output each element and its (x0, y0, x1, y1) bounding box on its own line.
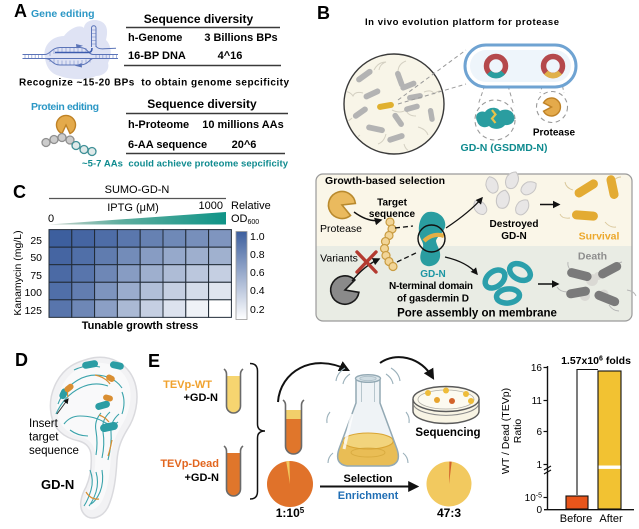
svg-text:1000: 1000 (199, 200, 223, 212)
svg-text:Death: Death (578, 251, 607, 263)
svg-text:D: D (15, 350, 28, 370)
svg-text:Relative: Relative (231, 200, 271, 212)
svg-text:GD-N: GD-N (420, 269, 446, 280)
svg-text:Sequencing: Sequencing (415, 427, 480, 439)
svg-text:6: 6 (536, 427, 542, 438)
svg-text:In vivo evolution platform for: In vivo evolution platform for protease (365, 17, 559, 28)
svg-text:Target: Target (377, 198, 407, 209)
svg-text:Variants: Variants (320, 253, 358, 265)
svg-text:After: After (599, 513, 623, 525)
svg-text:TEVp-Dead: TEVp-Dead (160, 458, 219, 470)
svg-text:1.57x106 folds: 1.57x106 folds (561, 355, 631, 367)
svg-text:GD-N: GD-N (501, 231, 527, 242)
svg-text:Kanamycin (mg/L): Kanamycin (mg/L) (12, 230, 24, 315)
svg-text:10-5: 10-5 (525, 493, 542, 505)
svg-text:OD600: OD600 (231, 213, 259, 226)
svg-text:Recognize ~15-20 BPs to obtai: Recognize ~15-20 BPs to obtain genome se… (19, 78, 289, 89)
svg-text:0.4: 0.4 (250, 285, 265, 297)
svg-text:0.8: 0.8 (250, 249, 265, 261)
svg-text:~5-7 AAs could achieve proteo: ~5-7 AAs could achieve proteome sepcific… (82, 159, 289, 170)
svg-text:0.6: 0.6 (250, 267, 265, 279)
svg-text:Destroyed: Destroyed (490, 219, 539, 230)
svg-text:125: 125 (24, 305, 42, 317)
svg-text:47:3: 47:3 (437, 506, 461, 520)
svg-text:C: C (13, 182, 26, 202)
svg-text:Tunable growth stress: Tunable growth stress (82, 320, 199, 332)
svg-text:Protease: Protease (320, 223, 362, 235)
svg-text:TEVp-WT: TEVp-WT (163, 379, 212, 391)
svg-text:WT / Dead (TEVp): WT / Dead (TEVp) (500, 388, 512, 474)
svg-text:10 millions AAs: 10 millions AAs (202, 119, 284, 131)
svg-text:Protease: Protease (533, 128, 576, 139)
svg-text:Pore assembly on membrane: Pore assembly on membrane (397, 308, 557, 320)
svg-text:20^6: 20^6 (232, 139, 257, 151)
svg-text:11: 11 (532, 396, 543, 407)
svg-text:Insert: Insert (29, 418, 59, 430)
svg-text:Sequence diversity: Sequence diversity (144, 12, 254, 26)
svg-text:75: 75 (30, 270, 42, 282)
svg-text:1:105: 1:105 (276, 506, 305, 520)
svg-text:B: B (317, 3, 330, 23)
svg-text:Growth-based selection: Growth-based selection (325, 175, 445, 187)
svg-text:A: A (14, 1, 27, 21)
svg-text:Selection: Selection (344, 473, 393, 485)
svg-text:50: 50 (30, 252, 42, 264)
svg-text:+GD-N: +GD-N (184, 472, 219, 484)
svg-text:25: 25 (30, 235, 42, 247)
svg-text:+GD-N: +GD-N (183, 392, 218, 404)
svg-text:0: 0 (536, 505, 542, 516)
svg-text:16: 16 (531, 363, 543, 374)
svg-text:6-AA sequence: 6-AA sequence (128, 139, 207, 151)
svg-text:GD-N (GSDMD-N): GD-N (GSDMD-N) (461, 142, 548, 154)
svg-text:of gasdermin D: of gasdermin D (397, 294, 469, 305)
svg-text:4^16: 4^16 (218, 50, 243, 62)
svg-text:0.2: 0.2 (250, 304, 265, 316)
svg-text:h-Genome: h-Genome (128, 32, 182, 44)
svg-text:SUMO-GD-N: SUMO-GD-N (105, 184, 170, 196)
svg-text:3 Billions BPs: 3 Billions BPs (204, 32, 277, 44)
svg-text:N-terminal domain: N-terminal domain (389, 281, 473, 292)
svg-text:sequence: sequence (369, 209, 416, 220)
svg-text:IPTG (μM): IPTG (μM) (107, 202, 159, 214)
svg-text:Survival: Survival (579, 231, 620, 243)
svg-text:target: target (29, 432, 59, 444)
svg-text:1.0: 1.0 (250, 231, 265, 243)
svg-text:0: 0 (48, 213, 54, 225)
svg-text:Ratio: Ratio (512, 419, 524, 444)
svg-text:h-Proteome: h-Proteome (128, 119, 189, 131)
svg-text:100: 100 (24, 287, 42, 299)
svg-text:Sequence diversity: Sequence diversity (147, 97, 257, 111)
svg-text:GD-N: GD-N (41, 477, 74, 492)
svg-text:Before: Before (560, 513, 592, 525)
svg-text:sequence: sequence (29, 445, 79, 457)
svg-text:Protein editing: Protein editing (31, 101, 99, 113)
svg-text:Gene editing: Gene editing (31, 8, 95, 20)
svg-text:1: 1 (536, 460, 542, 471)
svg-text:16-BP DNA: 16-BP DNA (128, 50, 186, 62)
svg-text:E: E (148, 351, 160, 371)
svg-text:Enrichment: Enrichment (338, 490, 399, 502)
